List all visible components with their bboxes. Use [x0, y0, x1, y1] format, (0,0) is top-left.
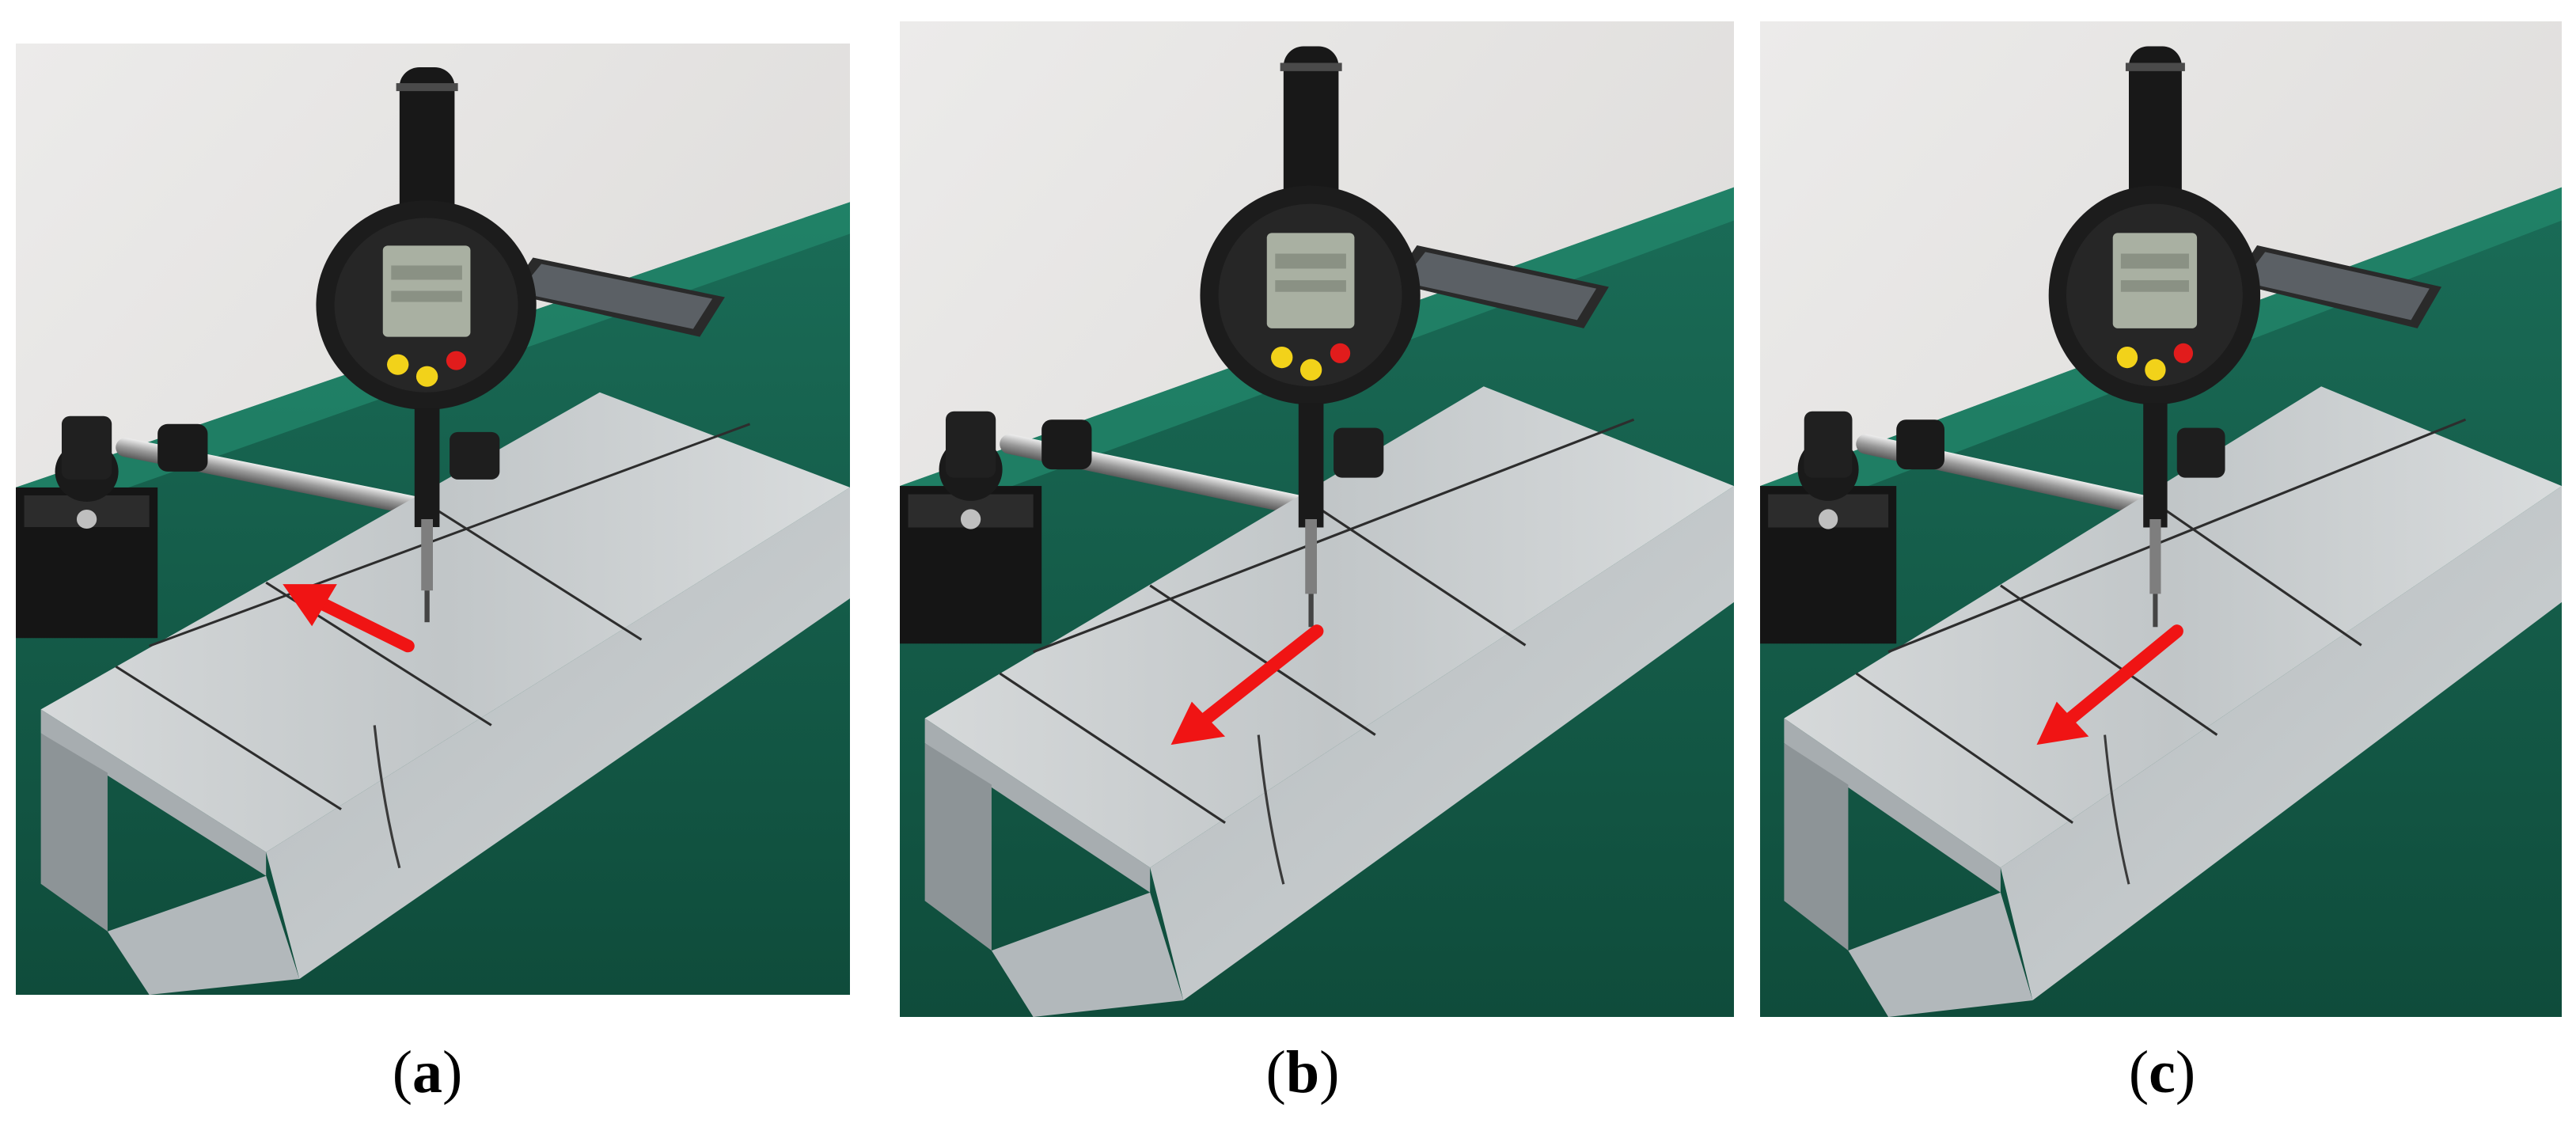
caption-open-paren: ( [2128, 1039, 2149, 1106]
caption-letter: c [2149, 1039, 2176, 1106]
caption-c: (c) [2083, 1033, 2241, 1112]
caption-letter: a [412, 1039, 442, 1106]
photo-dial-gauge-setup-c [1760, 21, 2562, 1017]
caption-close-paren: ) [2175, 1039, 2196, 1106]
red-arrow-icon [2036, 624, 2183, 746]
caption-b: (b) [1224, 1033, 1382, 1112]
caption-close-paren: ) [1319, 1039, 1340, 1106]
caption-close-paren: ) [442, 1039, 463, 1106]
caption-open-paren: ( [1265, 1039, 1286, 1106]
caption-open-paren: ( [392, 1039, 412, 1106]
caption-letter: b [1285, 1039, 1320, 1106]
photo-dial-gauge-setup-a [16, 44, 850, 995]
caption-a: (a) [348, 1033, 506, 1112]
photo-panel-a [16, 44, 850, 995]
photo-panel-c [1760, 21, 2562, 1017]
red-arrow-icon [1170, 624, 1324, 746]
red-arrow-icon [283, 584, 415, 653]
photo-dial-gauge-setup-b [900, 21, 1734, 1017]
photo-panel-b [900, 21, 1734, 1017]
